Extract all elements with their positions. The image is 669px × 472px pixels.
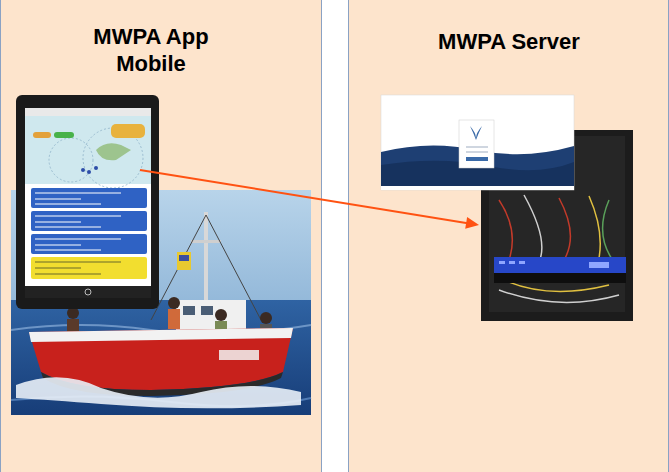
illustration (349, 0, 669, 472)
panel-box: MWPA Server (348, 0, 669, 472)
arrow-head (465, 217, 479, 229)
panel-box: MWPA App Mobile (0, 0, 322, 472)
arrow-line (140, 170, 469, 223)
panel-title: MWPA App Mobile (76, 23, 226, 77)
panel-title: MWPA Server (409, 28, 609, 55)
mobile-illustration (11, 95, 311, 415)
server-illustration (381, 95, 633, 321)
flow-arrow (140, 170, 479, 229)
